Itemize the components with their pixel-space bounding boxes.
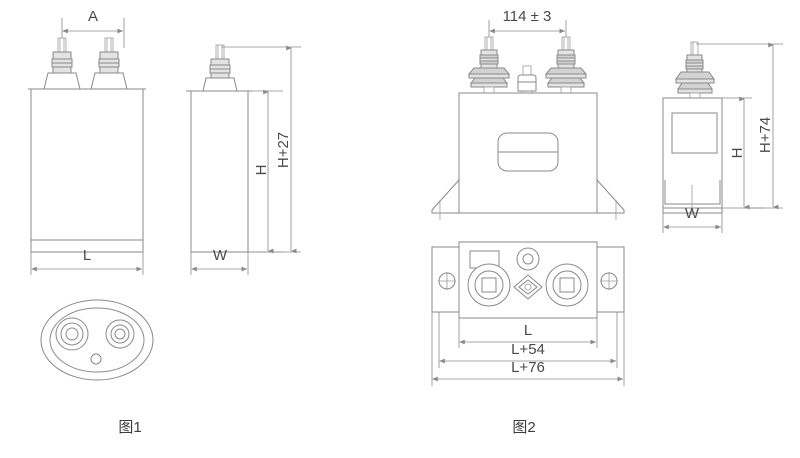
figure1-bottom-view — [40, 299, 154, 381]
figure2-side-view: H H+74 W — [662, 41, 783, 233]
dimension-label-H27-fig1: H+27 — [275, 132, 292, 168]
bushing-left — [467, 36, 511, 94]
dimension-L-fig2: L — [458, 318, 598, 348]
bushing-right — [544, 36, 588, 94]
dimension-label-114: 114 ± 3 — [503, 8, 552, 25]
dimension-label-L54: L+54 — [511, 341, 545, 358]
dimension-W-fig1: W — [190, 247, 249, 275]
dimension-W-fig2: W — [662, 205, 723, 233]
dimension-L76: L+76 — [431, 312, 625, 386]
capacitor-body-side-fig2 — [662, 97, 723, 215]
dimension-label-H-fig1: H — [253, 165, 270, 176]
dimension-L-fig1: L — [30, 247, 144, 275]
dimension-label-W-fig1: W — [213, 247, 228, 264]
dimension-label-H74-fig2: H+74 — [757, 117, 774, 153]
dimension-A: A — [61, 8, 125, 48]
terminal-hole-right — [105, 319, 135, 349]
dimension-H74-fig2: H+74 — [696, 42, 783, 210]
handle-plate — [497, 132, 559, 172]
terminal-side — [202, 44, 238, 92]
dimension-bushing-spacing: 114 ± 3 — [488, 8, 567, 50]
terminal-left — [43, 37, 81, 90]
dimension-label-A: A — [88, 8, 98, 25]
dimension-label-L-fig1: L — [83, 247, 91, 264]
dimension-H-fig1: H — [248, 89, 283, 254]
figure2-top-view: L L+54 L+76 — [431, 241, 625, 386]
capacitor-body-side — [186, 90, 252, 253]
figure1-side-view: H H+27 W — [186, 44, 301, 275]
top-terminal-right — [545, 263, 589, 307]
capacitor-body-front-fig2 — [431, 92, 625, 220]
terminal-right — [90, 37, 128, 90]
vent-hole — [90, 353, 102, 365]
dimension-label-H-fig2: H — [729, 148, 746, 159]
dimension-H27-fig1: H+27 — [222, 45, 301, 254]
top-vent — [516, 247, 540, 271]
figure1-caption: 图1 — [118, 419, 141, 436]
bushing-side — [675, 41, 715, 99]
figure2-caption: 图2 — [512, 419, 535, 436]
figure1-front-view: A — [28, 8, 146, 275]
pressure-relief-vent-front — [517, 65, 537, 95]
dimension-label-W-fig2: W — [685, 205, 700, 222]
figure2-front-view: 114 ± 3 — [431, 8, 625, 220]
diamond-marker — [513, 274, 543, 300]
dimension-label-L76: L+76 — [511, 359, 545, 376]
capacitor-body-front — [28, 88, 146, 253]
terminal-hole-left — [55, 317, 89, 351]
dimension-H-fig2: H — [722, 96, 765, 210]
dimension-label-L-fig2: L — [524, 322, 532, 339]
dimension-L54: L+54 — [438, 312, 618, 368]
top-terminal-left — [467, 263, 511, 307]
